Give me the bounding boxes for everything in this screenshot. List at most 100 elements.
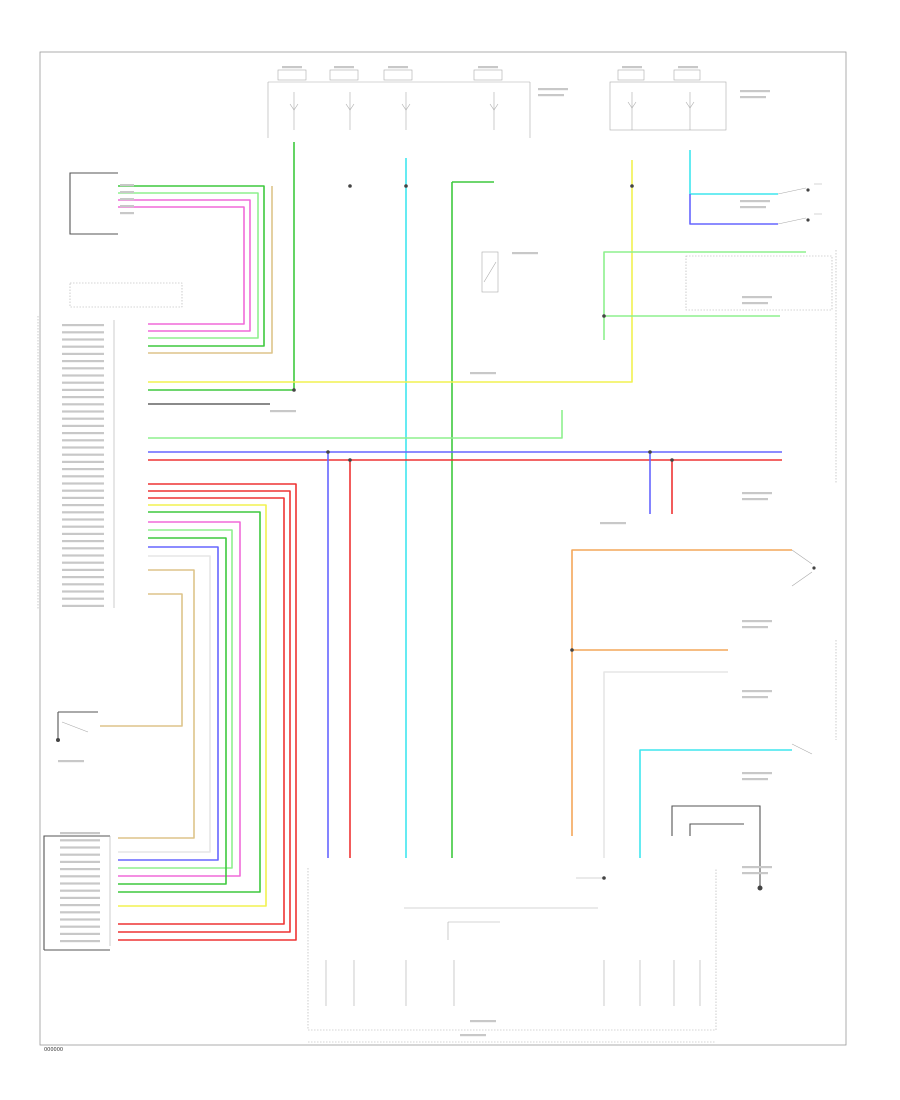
wire-red-l1 [118, 483, 297, 941]
splice-dot [570, 648, 574, 652]
wire-blu-right [689, 194, 778, 225]
wire-yel-cross [148, 160, 633, 383]
splice-dot [404, 184, 408, 188]
splice-dot [630, 184, 634, 188]
label-mark [120, 191, 134, 194]
label-mark [120, 212, 134, 215]
label-marks [58, 66, 772, 1037]
splice-dot [648, 450, 652, 454]
label-mark [62, 504, 104, 507]
label-mark [742, 620, 772, 623]
footer-code: 000000 [44, 1047, 63, 1053]
wire-wht-l10 [118, 555, 211, 853]
label-mark [62, 453, 104, 456]
label-mark [62, 352, 104, 355]
splice-dot [292, 388, 296, 392]
splice-dot [326, 450, 330, 454]
label-mark [120, 198, 134, 201]
label-mark [60, 860, 100, 863]
label-mark [742, 872, 768, 875]
label-mark [742, 772, 772, 775]
splice-dot [348, 458, 352, 462]
wire-ltgrn-cross [148, 410, 563, 439]
label-mark [62, 561, 104, 564]
label-mark [62, 446, 104, 449]
bottom-module [307, 868, 717, 1043]
label-mark [742, 296, 772, 299]
label-mark [60, 868, 100, 871]
left-tpms-component [69, 282, 183, 308]
label-mark [62, 460, 104, 463]
label-mark [62, 345, 104, 348]
wire-grn-l5 [118, 511, 261, 893]
label-mark [478, 66, 498, 69]
label-mark [60, 896, 100, 899]
label-mark [742, 492, 772, 495]
label-mark [742, 626, 768, 629]
wire-tan-upper [148, 186, 273, 354]
wire-ltblu-top-right [689, 150, 778, 195]
label-mark [60, 839, 100, 842]
wire-red-l2 [118, 490, 291, 933]
label-mark [740, 90, 770, 93]
splice-dot [602, 314, 606, 318]
splice-dot [602, 876, 606, 880]
label-mark [270, 410, 296, 413]
label-mark [678, 66, 698, 69]
label-mark [742, 696, 768, 699]
label-mark [62, 396, 104, 399]
label-mark [62, 518, 104, 521]
label-mark [62, 374, 104, 377]
label-mark [538, 94, 564, 97]
label-mark [740, 96, 766, 99]
label-mark [120, 205, 134, 208]
label-mark [62, 410, 104, 413]
label-mark [62, 482, 104, 485]
wire-ltgrn-l7 [118, 529, 233, 869]
label-mark [62, 597, 104, 600]
label-mark [470, 372, 496, 375]
label-mark [62, 554, 104, 557]
label-mark [62, 475, 104, 478]
label-mark [58, 760, 84, 763]
label-mark [62, 388, 104, 391]
label-mark [538, 88, 568, 91]
label-mark [60, 875, 100, 878]
fuse-block-right [609, 69, 727, 131]
wire-ltgrn-upper [118, 192, 259, 339]
label-mark [60, 832, 100, 835]
right-component-mid [685, 250, 837, 484]
label-mark [62, 489, 104, 492]
label-mark [62, 532, 104, 535]
label-mark [62, 590, 104, 593]
label-mark [742, 690, 772, 693]
label-mark [62, 338, 104, 341]
wire-tan-l11 [118, 569, 195, 839]
right-switch-upper [777, 183, 822, 225]
label-mark [740, 200, 770, 203]
body-control-module [37, 316, 115, 610]
label-mark [62, 439, 104, 442]
label-mark [60, 918, 100, 921]
label-mark [60, 940, 100, 943]
label-mark [282, 66, 302, 69]
wire-grn-upper [118, 185, 265, 347]
wire-blu-l9 [118, 546, 219, 861]
label-mark [62, 540, 104, 543]
left-upper-component [69, 172, 118, 235]
label-mark [512, 252, 538, 255]
label-mark [60, 889, 100, 892]
label-mark [62, 511, 104, 514]
wire-pnk-l6 [118, 521, 241, 877]
label-mark [62, 424, 104, 427]
label-mark [742, 302, 768, 305]
label-mark [388, 66, 408, 69]
label-mark [60, 846, 100, 849]
label-mark [62, 331, 104, 334]
label-mark [62, 568, 104, 571]
label-mark [60, 932, 100, 935]
label-mark [742, 498, 768, 501]
label-mark [600, 522, 626, 525]
label-mark [62, 417, 104, 420]
label-mark [120, 184, 134, 187]
